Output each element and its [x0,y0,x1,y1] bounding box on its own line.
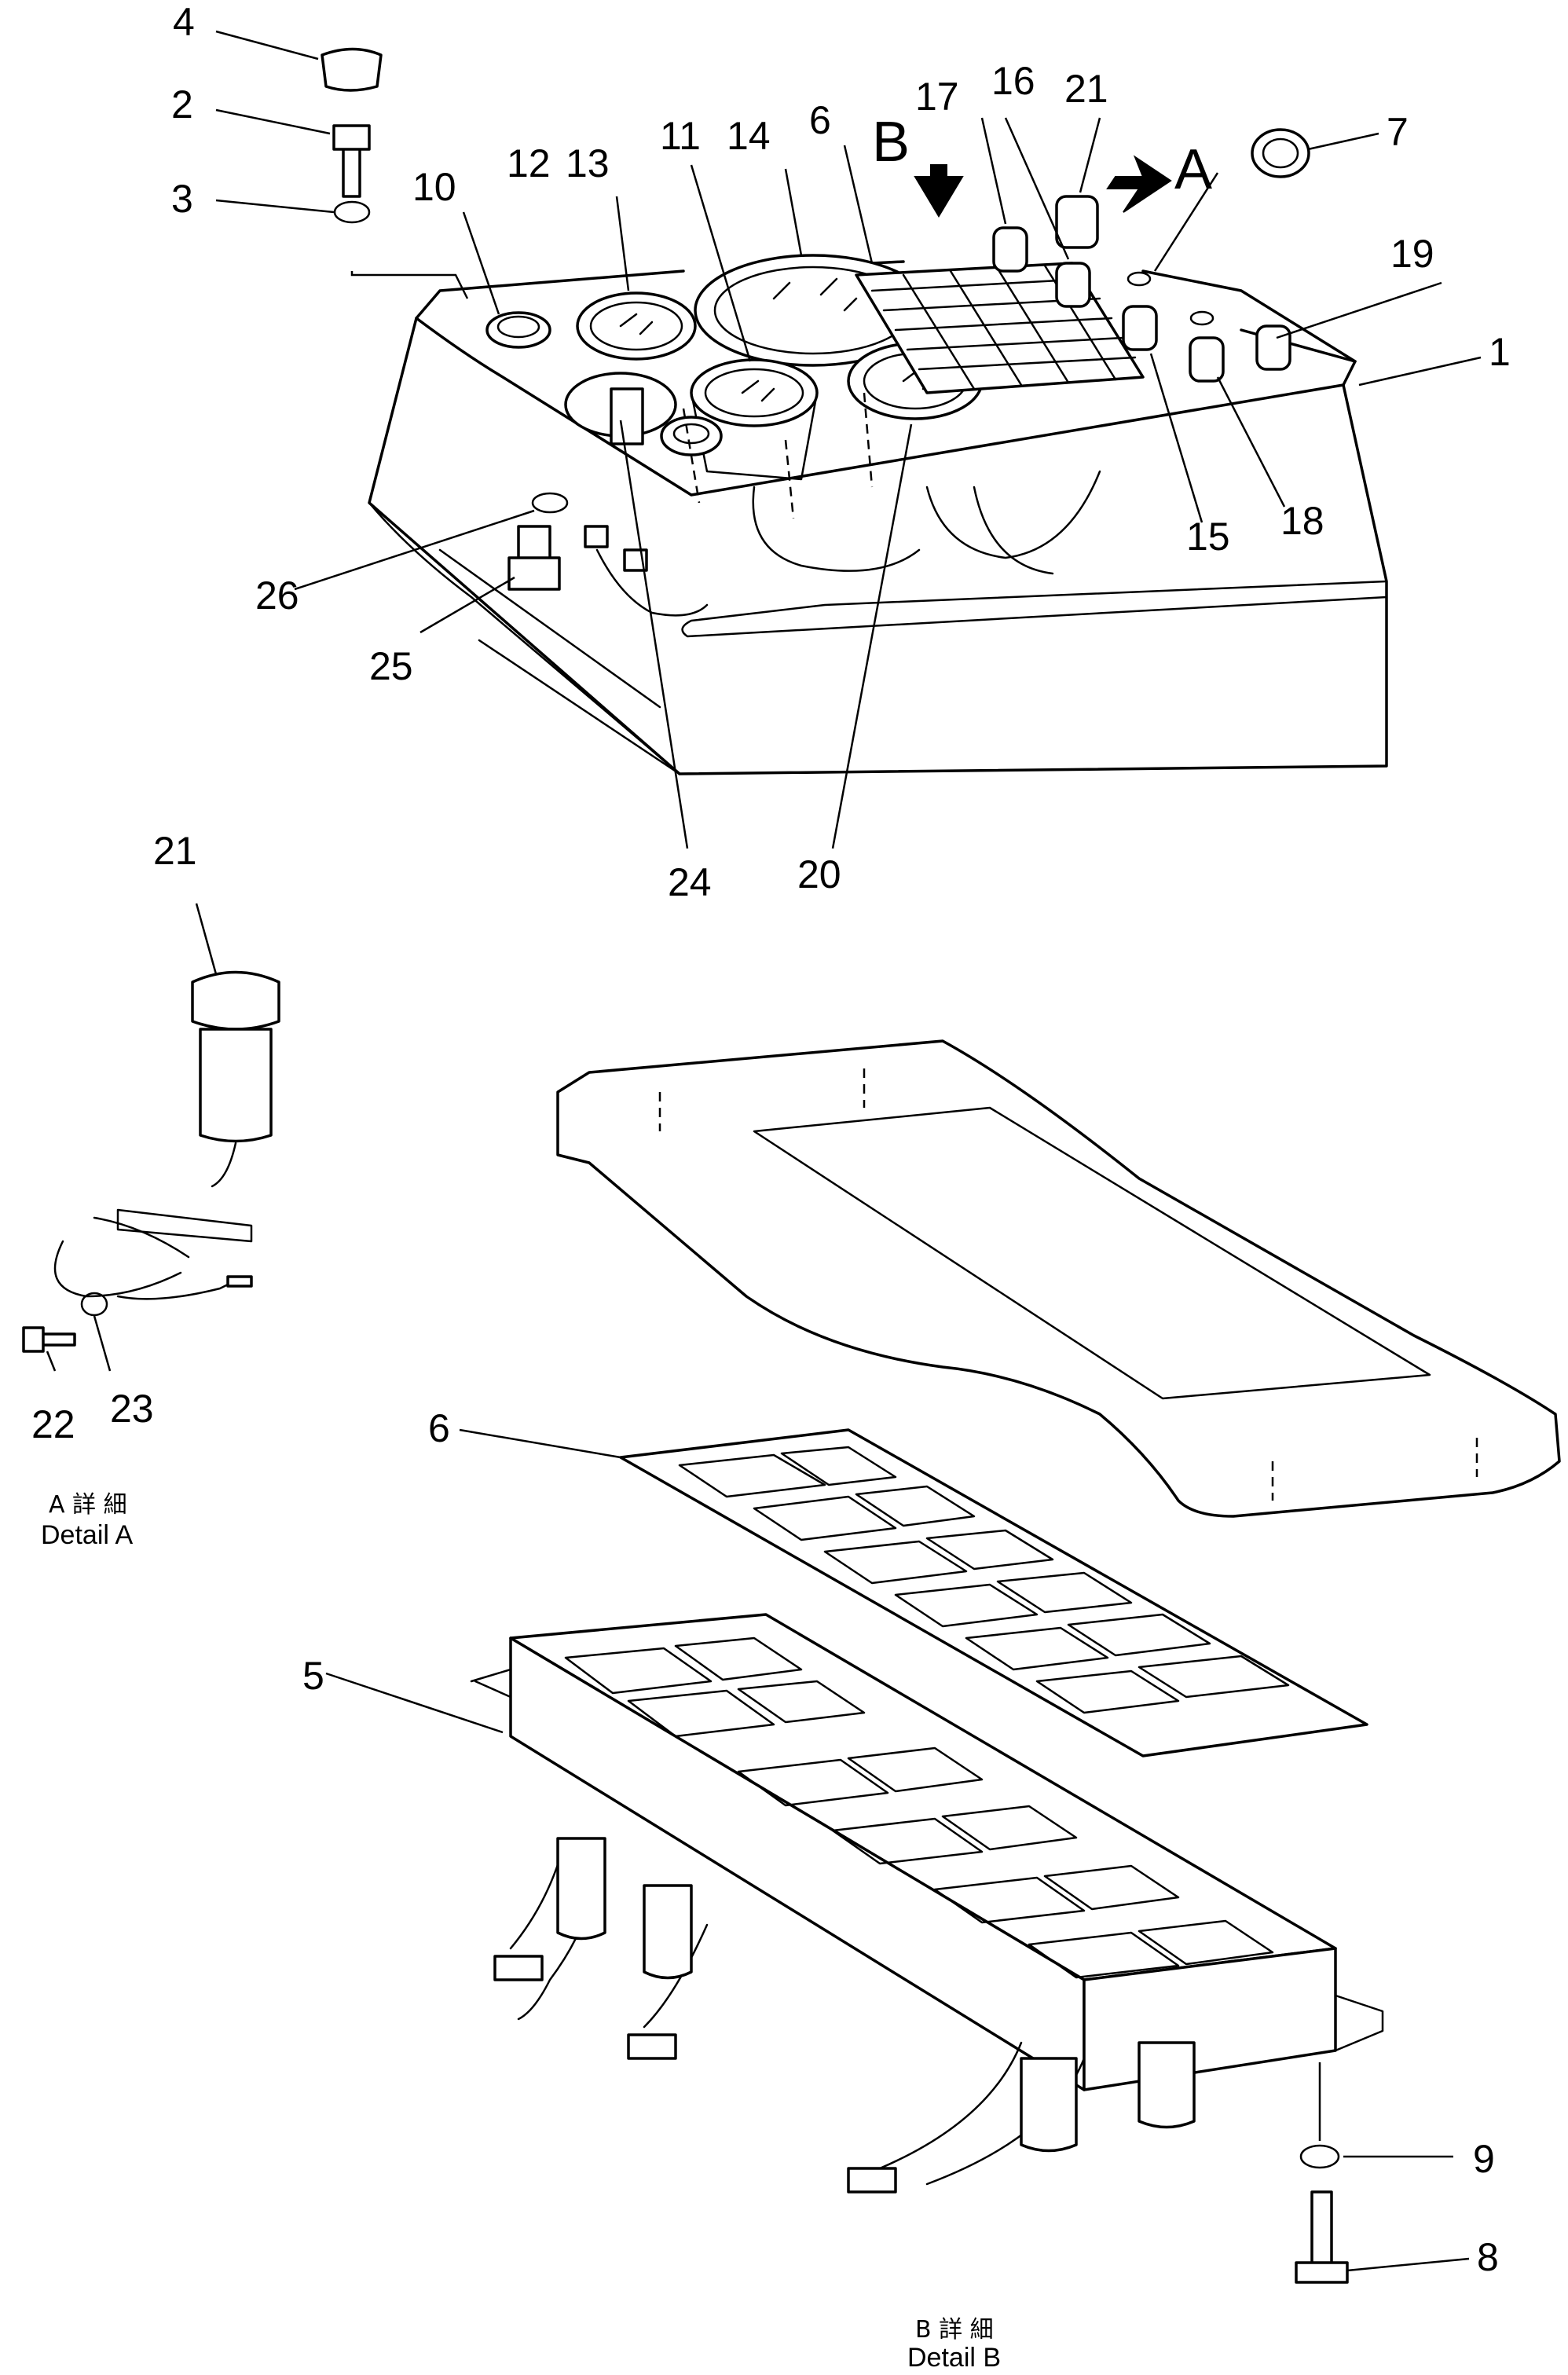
callout-13: 13 [566,141,610,185]
pilot-lamp-16 [1055,262,1091,308]
view-arrow-b-label: B [872,111,910,174]
switch-10 [485,311,551,349]
callout-6-detail: 6 [428,1406,450,1450]
detail-a-caption-en: Detail A [41,1520,133,1550]
monitor-grid [870,264,1137,390]
callout-4: 4 [173,0,195,44]
detail-a-caption-jp: A 詳 細 [49,1491,127,1519]
callout-24: 24 [668,860,712,904]
detail-b-assembly [470,1039,1561,2284]
detail-a-switch-assembly [22,970,280,1353]
switch-24 [610,387,644,445]
callout-15: 15 [1186,515,1230,559]
detail-b-caption: B 詳 細 Detail B [907,2316,1001,2373]
cap-7 [1251,128,1310,178]
callout-9: 9 [1473,2137,1495,2181]
callout-26: 26 [255,574,299,618]
callout-22: 22 [31,1402,75,1446]
callout-8: 8 [1477,2235,1499,2279]
detail-b-cover [556,1039,1561,1518]
lamp-small [660,416,723,456]
detail-a-screw-22 [22,1326,76,1353]
callout-21: 21 [1064,67,1108,111]
callout-7: 7 [1387,110,1409,154]
detail-a-switch-body [199,1028,273,1143]
detail-b-washer-9 [1299,2144,1340,2169]
detail-b-monitor-panel-cells [678,1446,1290,1714]
detail-a-washer-23 [80,1292,108,1317]
detail-b-bolt-8 [1295,2190,1349,2284]
callout-25: 25 [369,644,413,688]
switch-21 [1055,195,1099,249]
callout-1: 1 [1489,330,1511,374]
pilot-lamp-19 [1255,324,1291,371]
callout-10: 10 [412,165,456,209]
ring-26 [531,492,569,514]
callout-2: 2 [171,82,193,126]
pilot-lamp-17 [992,226,1028,273]
detail-b-caption-en: Detail B [907,2343,1001,2373]
callout-12: 12 [507,141,551,185]
ring-3 [333,200,371,224]
panel-bottom-edge [368,501,681,775]
detail-b-case-cells [564,1636,1274,1979]
wire-harness [752,470,1101,575]
leader-lines [46,30,1482,2272]
view-arrow-b: B [872,111,964,218]
detail-b-caption-jp: B 詳 細 [915,2316,994,2344]
callout-5: 5 [302,1654,324,1698]
panel-front-edge [415,317,1345,497]
callout-23: 23 [110,1387,154,1431]
detail-b-monitor-panel [619,1428,1368,1757]
detail-a-switch-knob [191,970,280,1031]
callout-14: 14 [727,114,771,158]
pilot-lamp-15 [1122,305,1158,351]
callout-18: 18 [1280,499,1324,543]
callout-3: 3 [171,177,193,221]
callout-16: 16 [991,59,1035,103]
bolt-25 [507,525,561,591]
callout-17: 17 [915,75,959,119]
callout-11: 11 [660,114,701,158]
callout-labels: 4 2 3 10 12 13 11 14 6 17 16 21 7 19 1 1… [31,0,1511,2279]
view-arrow-a: A [1106,138,1212,213]
pilot-lamp-18 [1189,336,1225,383]
callout-6: 6 [809,98,831,142]
callout-19: 19 [1390,232,1434,276]
bolt-2 [332,124,371,198]
instrument-panel-assembly [321,47,1388,775]
detail-a-caption: A 詳 細 Detail A [41,1491,133,1550]
callout-21-detail: 21 [153,829,197,873]
gauge-12-13 [576,291,697,361]
cap-4 [321,47,383,92]
callout-20: 20 [797,852,841,896]
detail-b-harness [509,1837,1086,2186]
